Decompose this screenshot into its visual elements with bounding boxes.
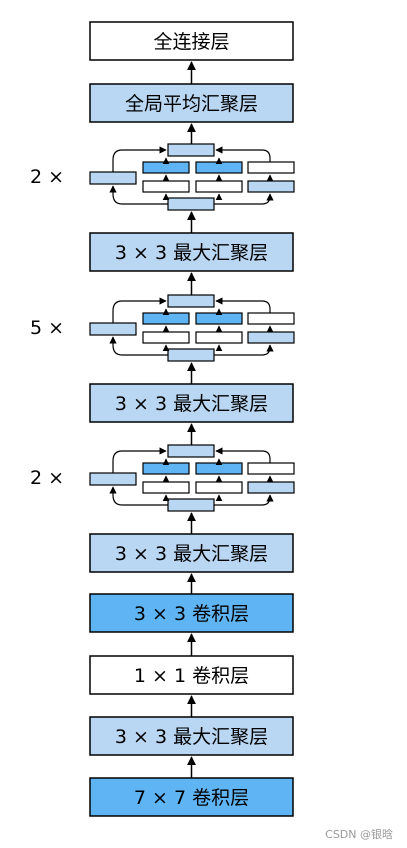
inception-input xyxy=(167,197,215,211)
inception-branch-block xyxy=(247,462,295,475)
layer-block-0 xyxy=(89,21,294,61)
inception-branch-block xyxy=(142,161,190,174)
inception-concat xyxy=(167,444,215,458)
inception-group-2 xyxy=(89,444,295,512)
inception-concat xyxy=(167,294,215,308)
repeat-label: 5 × xyxy=(30,317,64,339)
layer-block-7 xyxy=(89,716,294,756)
layer-block-8 xyxy=(89,777,294,817)
layer-block-3 xyxy=(89,383,294,423)
inception-connector xyxy=(214,494,274,506)
inception-connector xyxy=(112,447,167,473)
layer-label-4: 3 × 3 最大汇聚层 xyxy=(115,543,268,565)
inception-branch-block xyxy=(195,161,243,174)
repeat-label: 2 × xyxy=(30,166,64,188)
layer-label-0: 全连接层 xyxy=(153,31,229,53)
inception-branch-block xyxy=(142,462,190,475)
inception-branch-block xyxy=(142,481,190,494)
inception-branch-block xyxy=(195,462,243,475)
inception-connector xyxy=(112,297,167,323)
inception-branch-block xyxy=(195,331,243,344)
inception-branch-block xyxy=(247,331,295,344)
inception-connector xyxy=(109,336,168,356)
inception-branch-block xyxy=(195,481,243,494)
inception-branch-block xyxy=(142,312,190,325)
layer-label-5: 3 × 3 卷积层 xyxy=(134,603,249,625)
inception-connector xyxy=(215,447,271,463)
inception-concat xyxy=(167,143,215,157)
inception-input xyxy=(167,348,215,362)
inception-connector xyxy=(109,486,168,506)
inception-branch-block xyxy=(195,312,243,325)
layer-block-2 xyxy=(89,232,294,272)
inception-branch-block xyxy=(89,472,137,486)
inception-branch-block xyxy=(142,180,190,193)
layer-label-1: 全局平均汇聚层 xyxy=(125,93,258,115)
layer-block-6 xyxy=(89,655,294,695)
layer-block-4 xyxy=(89,533,294,573)
layer-block-5 xyxy=(89,593,294,633)
layer-label-2: 3 × 3 最大汇聚层 xyxy=(115,242,268,264)
inception-branch-block xyxy=(247,481,295,494)
inception-connector xyxy=(215,297,271,313)
inception-connector xyxy=(214,344,274,356)
layer-label-7: 3 × 3 最大汇聚层 xyxy=(115,726,268,748)
watermark: CSDN @银晗 xyxy=(325,828,393,841)
inception-branch-block xyxy=(142,331,190,344)
inception-branch-block xyxy=(89,322,137,336)
inception-branch-block xyxy=(247,161,295,174)
inception-branch-block xyxy=(247,312,295,325)
inception-connector xyxy=(109,185,168,205)
layer-block-1 xyxy=(89,83,294,123)
layer-label-3: 3 × 3 最大汇聚层 xyxy=(115,393,268,415)
inception-connector xyxy=(215,146,271,162)
inception-connector xyxy=(112,146,167,172)
inception-connector xyxy=(214,193,274,205)
repeat-label: 2 × xyxy=(30,467,64,489)
layer-label-8: 7 × 7 卷积层 xyxy=(134,787,249,809)
inception-branch-block xyxy=(195,180,243,193)
layer-label-6: 1 × 1 卷积层 xyxy=(134,665,249,687)
inception-group-1 xyxy=(89,294,295,362)
inception-input xyxy=(167,498,215,512)
inception-group-0 xyxy=(89,143,295,211)
inception-branch-block xyxy=(89,171,137,185)
inception-branch-block xyxy=(247,180,295,193)
